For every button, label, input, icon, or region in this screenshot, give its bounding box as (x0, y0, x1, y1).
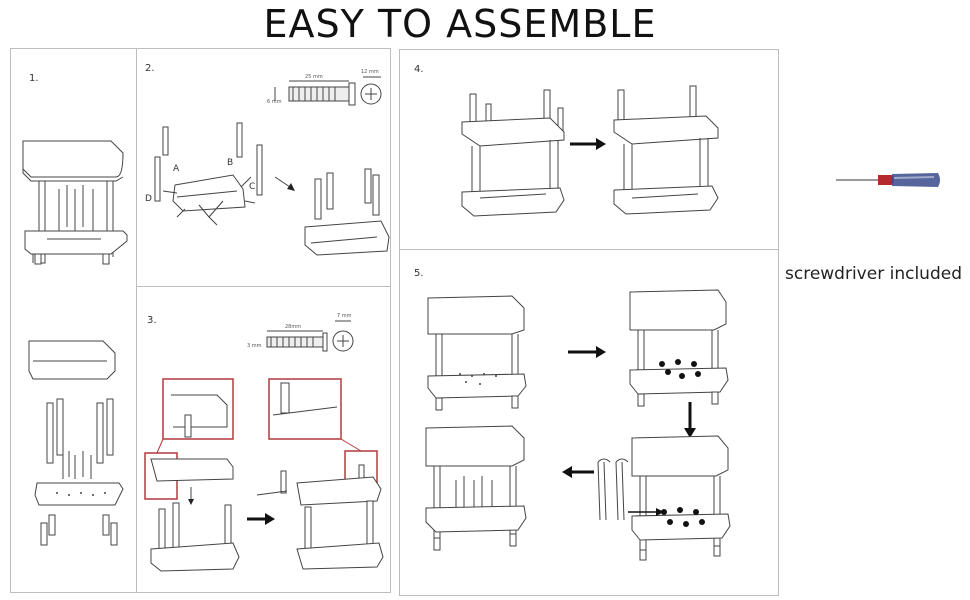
exploded-parts (28, 340, 124, 546)
step-2-head-size: 12 mm (361, 69, 379, 75)
step-5-finished (425, 425, 527, 551)
step-5-shelf-1 (427, 295, 527, 411)
step-3-number: 3. (147, 315, 157, 326)
step-2-screw: 25 mm 12 mm 6 mm (267, 69, 382, 106)
page-title: EASY TO ASSEMBLE (263, 2, 657, 46)
step-3-screw-length: 28mm (285, 324, 301, 330)
step-3-illustration: 28mm 7 mm 3 mm (144, 313, 384, 572)
step-1-number: 1. (29, 73, 39, 84)
step-1-illustration (22, 140, 128, 546)
step-5-shelf-2 (629, 289, 729, 407)
step-1-panel: 1. (10, 48, 138, 593)
step-5-shelf-3 (597, 435, 731, 561)
assembled-shelf (22, 140, 128, 265)
step-4-panel: 4. (399, 49, 779, 251)
step-2-frame: A B C D (145, 122, 263, 226)
step-2-screw-diameter: 6 mm (267, 99, 282, 105)
step-2-panel: 2. 25 mm 12 mm 6 mm (136, 48, 391, 288)
step-2-illustration: 25 mm 12 mm 6 mm A B C D (145, 69, 390, 256)
step-4-before (461, 89, 565, 217)
step-3-screw-diameter: 3 mm (247, 343, 262, 349)
screwdriver-caption: screwdriver included (785, 264, 962, 284)
step-3-panel: 3. 28mm 7 mm 3 mm (136, 286, 391, 593)
step-2-label-c: C (249, 182, 255, 192)
step-4-after (613, 85, 719, 215)
detail-box-right (268, 378, 342, 440)
step-2-result (304, 168, 390, 256)
step-5-illustration (425, 289, 731, 561)
screwdriver-icon (836, 173, 940, 187)
step-2-label-a: A (173, 164, 180, 174)
detail-box-left (162, 378, 234, 440)
step-5-panel: 5. (399, 249, 779, 596)
step-3-screw: 28mm 7 mm 3 mm (247, 313, 354, 352)
step-2-label-b: B (227, 158, 233, 168)
step-5-number: 5. (414, 268, 424, 279)
step-2-screw-length: 25 mm (305, 74, 323, 80)
step-2-number: 2. (145, 63, 155, 74)
step-4-illustration (461, 85, 719, 217)
step-2-label-d: D (145, 194, 152, 204)
step-4-number: 4. (414, 64, 424, 75)
step-3-head-size: 7 mm (337, 313, 352, 319)
